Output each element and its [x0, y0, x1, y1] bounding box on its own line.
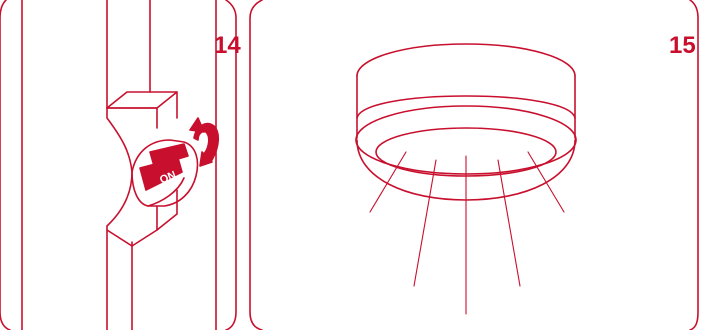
rotate-arrow-icon: [189, 117, 220, 167]
rail-right-edge: [131, 0, 151, 330]
light-ray-icon: [497, 159, 521, 287]
light-rays: [369, 151, 565, 315]
panel-14-frame: [0, 0, 237, 330]
switch-label: ON: [158, 169, 178, 186]
fixture-band: [356, 95, 576, 119]
panel-14: ON: [0, 0, 237, 330]
fixture-top: [356, 43, 576, 77]
light-ray-icon: [369, 151, 407, 213]
panel-15-frame: [249, 0, 699, 330]
step-number-15: 15: [669, 32, 696, 59]
step-number-14: 14: [214, 32, 241, 59]
panel-15: [249, 0, 699, 330]
light-ray-icon: [527, 151, 565, 213]
breaker-switch-icon: ON: [106, 91, 199, 247]
light-ray-icon: [413, 159, 437, 287]
